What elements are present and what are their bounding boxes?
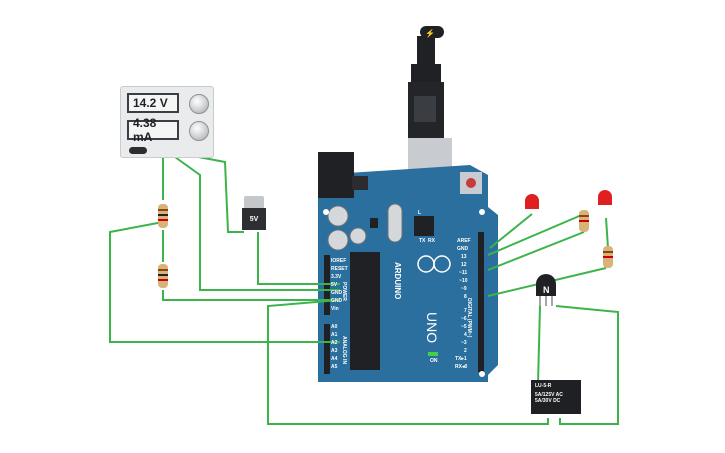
wires[interactable]: [109, 151, 619, 425]
pin-6[interactable]: ~6: [461, 316, 467, 322]
arduino-brand: ARDUINO: [393, 262, 402, 300]
pin-8[interactable]: 8: [464, 294, 467, 300]
pin-a2[interactable]: A2: [331, 340, 338, 346]
on-led-label: ON: [430, 358, 438, 364]
relay-rating-ac: 5A/125V AC: [535, 392, 563, 398]
pin-gnd-2[interactable]: GND: [331, 298, 343, 304]
l-led-label: L: [418, 210, 422, 216]
resistor-4[interactable]: [603, 246, 613, 268]
relay[interactable]: LU-5-R 5A/125V AC 5A/30V DC: [531, 380, 581, 414]
rx-led-label: RX: [428, 238, 435, 244]
pin-13[interactable]: 13: [461, 254, 467, 260]
pin-2[interactable]: 2: [464, 348, 467, 354]
pin-ioref[interactable]: IOREF: [331, 258, 347, 264]
pin-aref[interactable]: AREF: [457, 238, 471, 244]
led-1[interactable]: [525, 194, 539, 209]
relay-model: LU-5-R: [535, 383, 552, 389]
pin-4[interactable]: 4: [464, 332, 467, 338]
relay-rating-dc: 5A/30V DC: [535, 398, 561, 404]
resistor-1[interactable]: [158, 204, 168, 228]
transistor-label: N: [543, 285, 550, 295]
pin-3v3[interactable]: 3.3V: [331, 274, 342, 280]
regulator-tab: [244, 196, 264, 209]
led-2[interactable]: [598, 190, 612, 205]
pin-9[interactable]: ~9: [461, 286, 467, 292]
pin-10[interactable]: ~10: [459, 278, 468, 284]
power-supply[interactable]: 14.2 V 4.38 mA: [120, 86, 214, 158]
analog-header-label: ANALOG IN: [341, 336, 347, 365]
pin-rx0[interactable]: RX◂0: [455, 364, 468, 370]
pin-a3[interactable]: A3: [331, 348, 338, 354]
pin-a0[interactable]: A0: [331, 324, 338, 330]
voltage-knob[interactable]: [189, 94, 209, 114]
svg-text:⚡: ⚡: [425, 28, 435, 38]
pin-5v[interactable]: 5V: [331, 282, 338, 288]
pin-a1[interactable]: A1: [331, 332, 338, 338]
pin-3[interactable]: ~3: [461, 340, 467, 346]
pin-11[interactable]: ~11: [459, 270, 468, 276]
tx-led-label: TX: [419, 238, 426, 244]
resistor-3[interactable]: [579, 210, 589, 232]
current-knob[interactable]: [189, 121, 209, 141]
pin-vin[interactable]: Vin: [331, 306, 339, 312]
power-switch[interactable]: [129, 147, 147, 154]
usb-cable[interactable]: ⚡: [408, 26, 452, 190]
pin-a4[interactable]: A4: [331, 356, 338, 362]
voltage-regulator[interactable]: 5V: [242, 208, 266, 230]
current-display: 4.38 mA: [127, 116, 179, 144]
pin-7[interactable]: 7: [464, 308, 467, 314]
resistor-2[interactable]: [158, 264, 168, 288]
pin-a5[interactable]: A5: [331, 364, 338, 370]
pin-tx1[interactable]: TX▸1: [455, 356, 467, 362]
arduino-board[interactable]: [318, 152, 498, 382]
pin-gnd-1[interactable]: GND: [331, 290, 343, 296]
pin-5[interactable]: ~5: [461, 324, 467, 330]
pin-12[interactable]: 12: [461, 262, 467, 268]
transistor[interactable]: [536, 274, 556, 306]
voltage-display: 14.2 V: [127, 93, 179, 113]
pin-reset[interactable]: RESET: [331, 266, 348, 272]
arduino-model: UNO: [424, 312, 440, 344]
pin-gnd-d[interactable]: GND: [457, 246, 469, 252]
